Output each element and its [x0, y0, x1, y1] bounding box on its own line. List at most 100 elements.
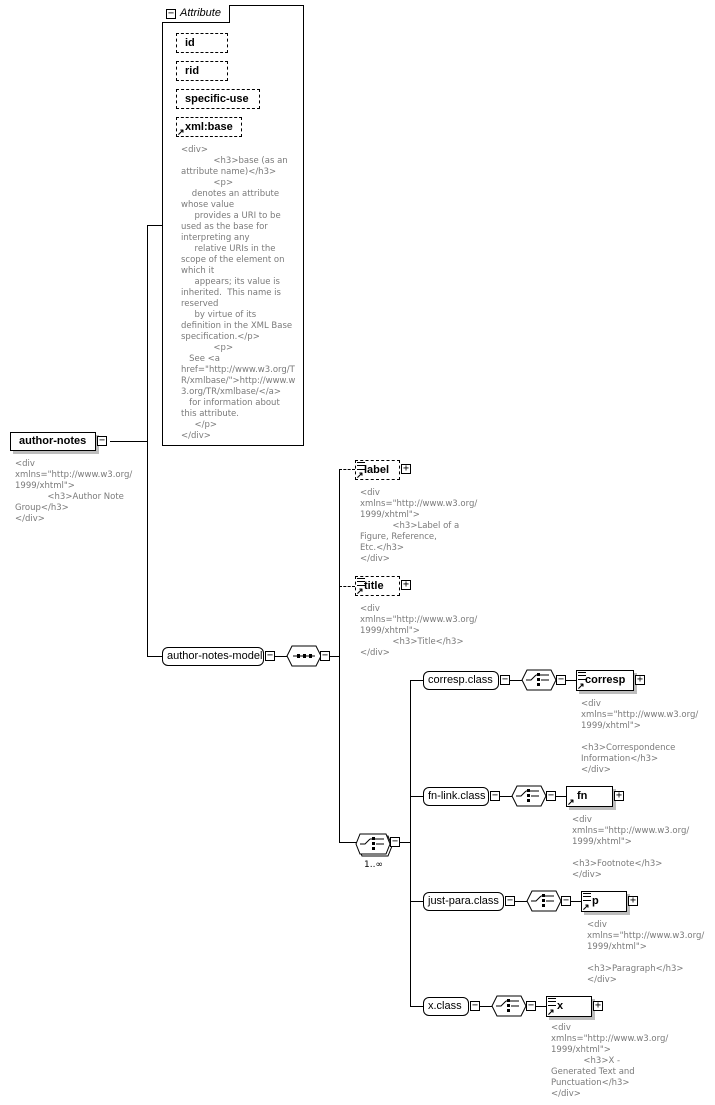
collapse-icon[interactable]: −	[97, 435, 107, 446]
attribute-group-title: Attribute	[180, 7, 221, 19]
documentation-lines-icon	[578, 672, 586, 680]
group-name: just-para.class	[428, 895, 499, 907]
connector	[339, 469, 355, 471]
collapse-icon[interactable]: −	[526, 1000, 536, 1011]
connector	[339, 469, 340, 842]
collapse-icon[interactable]: −	[556, 674, 566, 685]
choice-occurrence: 1..∞	[364, 860, 383, 870]
connector	[410, 901, 423, 902]
connector	[510, 680, 522, 681]
connector	[480, 1006, 492, 1007]
element-name: fn	[577, 790, 588, 802]
choice-compositor-icon[interactable]	[491, 995, 527, 1017]
element-name: title	[364, 580, 384, 592]
expand-icon[interactable]: +	[593, 1000, 603, 1011]
element-name: p	[592, 895, 599, 907]
collapse-icon[interactable]: −	[561, 895, 571, 906]
group-corresp-class[interactable]: corresp.class	[423, 671, 499, 690]
p-documentation: <div xmlns="http://www.w3.org/ 1999/xhtm…	[587, 920, 705, 985]
attribute-xml-base[interactable]: ↗ xml:base	[176, 117, 242, 137]
element-name: corresp	[585, 674, 626, 686]
collapse-icon[interactable]: −	[265, 650, 275, 661]
expand-icon[interactable]: +	[635, 674, 645, 685]
sequence-compositor-icon[interactable]	[286, 645, 322, 667]
reference-arrow-icon: ↗	[356, 470, 364, 480]
connector	[275, 656, 287, 657]
connector	[147, 225, 148, 657]
choice-compositor-icon[interactable]	[511, 785, 547, 807]
element-fn[interactable]: ↗ fn	[566, 786, 613, 807]
label-documentation: <div xmlns="http://www.w3.org/ 1999/xhtm…	[360, 488, 478, 564]
connector	[566, 680, 576, 681]
connector	[556, 796, 566, 797]
attribute-name: rid	[185, 65, 200, 77]
xml-base-documentation: <div> <h3>base (as an attribute name)</h…	[181, 145, 296, 441]
attribute-name: xml:base	[185, 121, 233, 133]
element-corresp[interactable]: ↗ corresp	[576, 670, 634, 691]
connector	[410, 680, 411, 1007]
documentation-lines-icon	[357, 462, 365, 470]
documentation-lines-icon	[583, 893, 591, 901]
expand-icon[interactable]: +	[401, 579, 411, 590]
collapse-icon[interactable]: −	[546, 790, 556, 801]
expand-icon[interactable]: +	[628, 895, 638, 906]
element-title[interactable]: ↗ title	[355, 576, 400, 596]
reference-arrow-icon: ↗	[547, 1007, 555, 1017]
collapse-icon[interactable]: −	[490, 790, 500, 801]
collapse-icon[interactable]: −	[505, 895, 515, 906]
choice-compositor-icon[interactable]	[526, 890, 562, 912]
element-label[interactable]: ↗ label	[355, 460, 400, 480]
attribute-name: id	[185, 37, 195, 49]
attribute-rid[interactable]: rid	[176, 61, 228, 81]
connector	[500, 796, 512, 797]
x-documentation: <div xmlns="http://www.w3.org/ 1999/xhtm…	[551, 1023, 669, 1099]
reference-arrow-icon: ↗	[577, 681, 585, 691]
root-element-name: author-notes	[19, 435, 87, 447]
root-documentation: <div xmlns="http://www.w3.org/ 1999/xhtm…	[15, 459, 133, 524]
collapse-icon[interactable]: −	[470, 1000, 480, 1011]
element-name: x	[557, 1000, 564, 1012]
connector	[515, 901, 527, 902]
collapse-icon[interactable]: −	[500, 674, 510, 685]
reference-arrow-icon: ↗	[356, 586, 364, 596]
choice-compositor-icon[interactable]	[354, 831, 394, 861]
model-group-name: author-notes-model	[167, 650, 263, 662]
corresp-documentation: <div xmlns="http://www.w3.org/ 1999/xhtm…	[581, 699, 699, 775]
connector	[410, 1006, 423, 1007]
title-documentation: <div xmlns="http://www.w3.org/ 1999/xhtm…	[360, 604, 478, 658]
group-x-class[interactable]: x.class	[423, 997, 469, 1016]
expand-icon[interactable]: +	[614, 790, 624, 801]
expand-icon[interactable]: +	[401, 463, 411, 474]
connector	[410, 796, 423, 797]
connector	[339, 842, 357, 843]
documentation-lines-icon	[548, 998, 556, 1006]
group-name: corresp.class	[428, 674, 493, 686]
attribute-name: specific-use	[185, 93, 249, 105]
attribute-id[interactable]: id	[176, 33, 228, 53]
connector	[571, 901, 581, 902]
documentation-lines-icon	[357, 578, 365, 586]
element-p[interactable]: ↗ p	[581, 891, 627, 912]
connector	[536, 1006, 546, 1007]
group-fn-link-class[interactable]: fn-link.class	[423, 787, 489, 806]
connector	[330, 656, 340, 657]
connector	[147, 656, 163, 657]
group-name: fn-link.class	[428, 790, 486, 802]
collapse-icon[interactable]: −	[166, 8, 176, 19]
connector	[147, 225, 163, 226]
choice-compositor-icon[interactable]	[521, 669, 557, 691]
reference-arrow-icon: ↗	[567, 797, 575, 807]
collapse-icon[interactable]: −	[320, 650, 330, 661]
root-element-author-notes[interactable]: author-notes	[10, 432, 96, 451]
group-just-para-class[interactable]: just-para.class	[423, 892, 504, 911]
fn-documentation: <div xmlns="http://www.w3.org/ 1999/xhtm…	[572, 815, 690, 880]
reference-arrow-icon: ↗	[177, 127, 185, 137]
connector	[110, 441, 148, 442]
model-group-author-notes-model[interactable]: author-notes-model	[162, 647, 264, 666]
connector	[410, 680, 423, 681]
collapse-icon[interactable]: −	[390, 836, 400, 847]
group-name: x.class	[428, 1000, 462, 1012]
element-x[interactable]: ↗ x	[546, 996, 592, 1017]
attribute-specific-use[interactable]: specific-use	[176, 89, 260, 109]
element-name: label	[364, 464, 390, 476]
